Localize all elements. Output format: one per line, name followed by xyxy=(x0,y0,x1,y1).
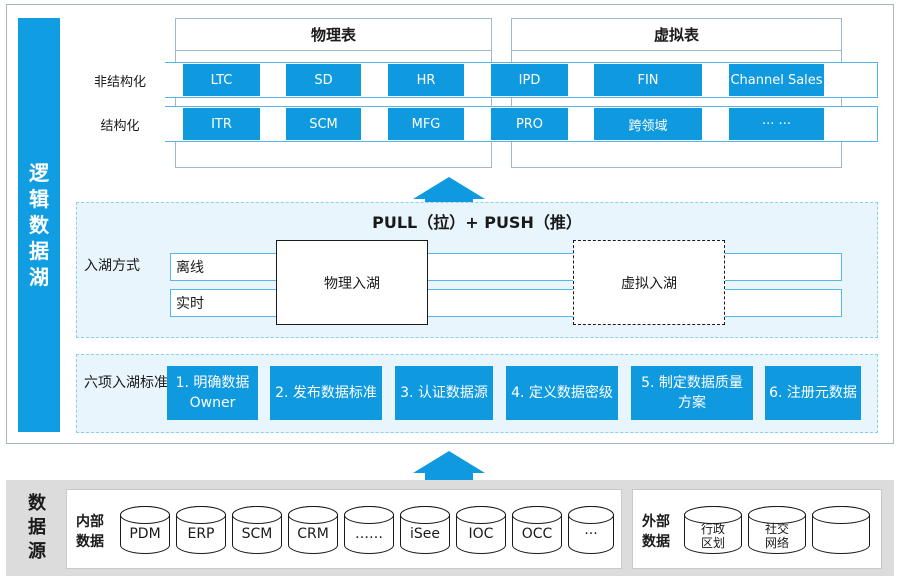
database-icon: SCM xyxy=(232,506,282,554)
side-title: 逻辑数据湖 xyxy=(18,18,60,432)
pull-push-title: PULL（拉）+ PUSH（推） xyxy=(372,213,582,232)
database-icon: PDM xyxy=(120,506,170,554)
table-cell: ITR xyxy=(183,108,260,140)
database-icon: …… xyxy=(344,506,394,554)
standard-item: 4. 定义数据密级 xyxy=(506,366,618,420)
realtime-row xyxy=(170,289,842,317)
physical-table-title: 物理表 xyxy=(176,19,491,51)
table-cell: SCM xyxy=(286,108,361,140)
database-icon: IOC xyxy=(456,506,506,554)
structured-label: 结构化 xyxy=(75,106,165,142)
database-icon: iSee xyxy=(400,506,450,554)
table-cell: ··· ··· xyxy=(729,108,824,140)
database-icon: OCC xyxy=(512,506,562,554)
virtual-ingest-box: 虚拟入湖 xyxy=(573,240,725,325)
table-cell: HR xyxy=(388,64,464,96)
virtual-table-title: 虚拟表 xyxy=(512,19,841,51)
database-icon: 社交网络 xyxy=(748,506,806,554)
physical-ingest-box: 物理入湖 xyxy=(276,240,428,325)
table-cell: PRO xyxy=(491,108,568,140)
table-cell: IPD xyxy=(491,64,568,96)
offline-label: 离线 xyxy=(176,260,204,276)
table-cell: SD xyxy=(286,64,361,96)
table-cell: Channel Sales xyxy=(729,64,824,96)
database-icon: 行政区划 xyxy=(684,506,742,554)
database-icon xyxy=(812,506,870,554)
table-cell: 跨领域 xyxy=(594,108,702,140)
ingest-method-label: 入湖方式 xyxy=(84,258,140,274)
standard-item: 6. 注册元数据 xyxy=(765,366,861,420)
standards-label: 六项入湖标准 xyxy=(84,375,168,391)
unstructured-label: 非结构化 xyxy=(75,62,165,98)
offline-row xyxy=(170,253,842,281)
database-icon: CRM xyxy=(288,506,338,554)
standard-item: 1. 明确数据Owner xyxy=(167,366,258,420)
table-cell: FIN xyxy=(594,64,702,96)
external-data-label: 外部数据 xyxy=(642,514,670,550)
standard-item: 2. 发布数据标准 xyxy=(270,366,382,420)
internal-data-label: 内部数据 xyxy=(76,514,104,550)
database-icon: ··· xyxy=(568,506,614,554)
table-cell: MFG xyxy=(388,108,464,140)
standard-item: 3. 认证数据源 xyxy=(395,366,493,420)
data-source-label: 数据源 xyxy=(28,493,46,562)
database-icon: ERP xyxy=(176,506,226,554)
realtime-label: 实时 xyxy=(176,296,204,312)
table-cell: LTC xyxy=(183,64,260,96)
standard-item: 5. 制定数据质量方案 xyxy=(631,366,753,420)
